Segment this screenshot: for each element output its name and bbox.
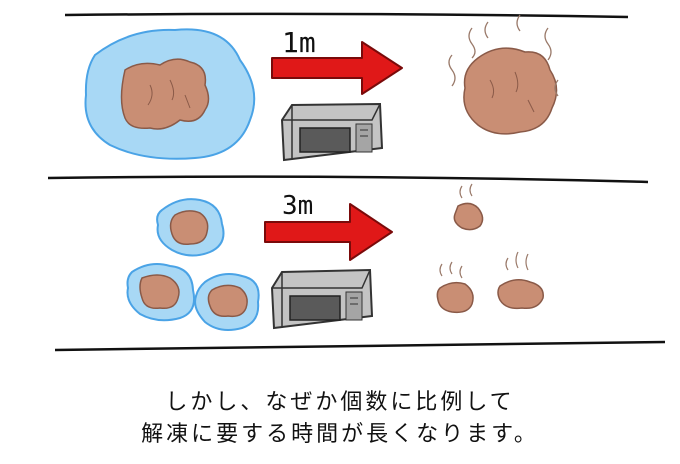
arrow-bottom <box>264 203 393 261</box>
frozen-meat-small-2 <box>126 263 196 322</box>
arrow-top <box>271 41 403 95</box>
steam-lines <box>459 183 473 199</box>
meat-chunk <box>139 274 180 310</box>
meat-chunk <box>169 210 209 246</box>
meat-chunk <box>436 281 474 314</box>
thawed-meat-small-2 <box>436 261 474 314</box>
caption-line-2: 解凍に要する時間が長くなります。 <box>141 422 539 447</box>
frozen-meat-small-1 <box>156 198 225 257</box>
microwave-top <box>280 102 384 162</box>
divider-line-top <box>64 12 629 19</box>
meat-chunk <box>497 279 544 310</box>
meat-chunk <box>207 284 248 318</box>
frozen-meat-large <box>84 28 256 160</box>
time-label-bottom: 3m <box>282 191 313 221</box>
microwave-bottom <box>270 268 374 330</box>
meat-chunk <box>463 47 558 135</box>
steam-lines <box>439 261 463 279</box>
thawed-meat-small-1 <box>453 183 484 231</box>
divider-line-middle <box>47 175 649 184</box>
microwave-window <box>299 127 351 153</box>
steam-lines <box>505 251 529 271</box>
caption-line-1: しかし、なぜか個数に比例して <box>165 390 515 415</box>
steam-lines <box>448 14 559 97</box>
meat-chunk <box>453 202 484 231</box>
microwave-window <box>289 295 341 321</box>
meat-chunk <box>120 58 210 130</box>
time-label-top: 1m <box>282 26 316 59</box>
divider-line-bottom <box>54 340 666 352</box>
thawed-meat-large <box>448 14 559 135</box>
frozen-meat-small-3 <box>194 273 260 331</box>
thawed-meat-small-3 <box>497 251 544 310</box>
